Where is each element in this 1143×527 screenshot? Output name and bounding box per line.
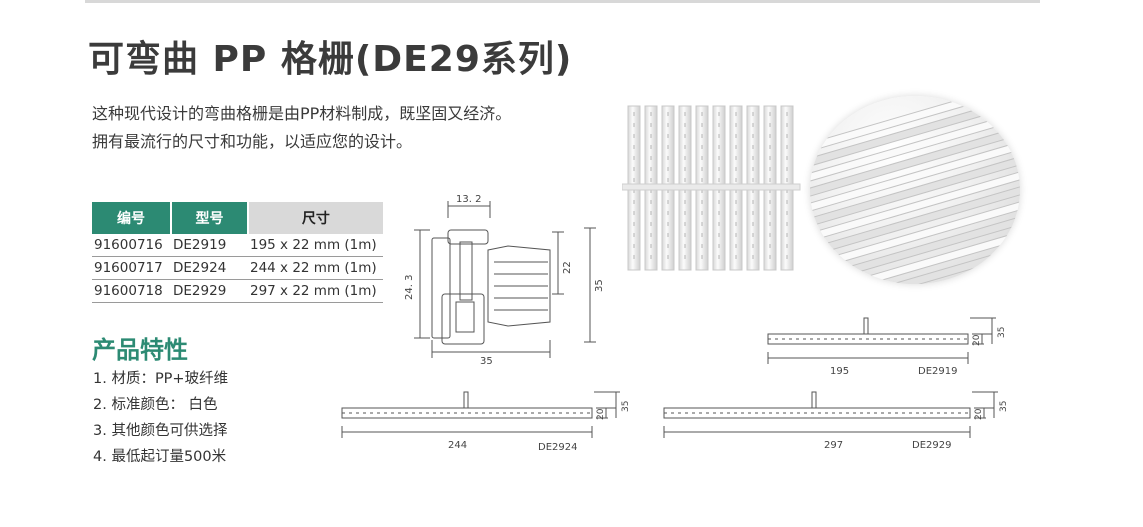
dim-right: 35	[594, 279, 605, 292]
table-row: 91600718 DE2929 297 x 22 mm (1m)	[92, 279, 383, 303]
header-size: 尺寸	[248, 202, 383, 234]
width-label: 297	[824, 440, 843, 451]
grating-closeup-image	[810, 96, 1020, 284]
cell-size: 244 x 22 mm (1m)	[248, 256, 383, 280]
height-label-1: 20	[596, 408, 606, 420]
height-label-1: 20	[972, 334, 982, 346]
table-row: 91600717 DE2924 244 x 22 mm (1m)	[92, 256, 383, 280]
model-label: DE2919	[918, 366, 957, 377]
model-label: DE2929	[912, 440, 951, 451]
height-label-1: 20	[974, 408, 984, 420]
model-label: DE2924	[538, 442, 577, 453]
spec-table-header: 编号 型号 尺寸	[92, 202, 383, 234]
closeup-slat	[839, 231, 1020, 284]
cell-code: 91600718	[92, 279, 171, 303]
width-label: 244	[448, 440, 467, 451]
cell-size: 195 x 22 mm (1m)	[248, 234, 383, 257]
list-item: 2. 标准颜色： 白色	[93, 397, 218, 413]
product-description: 这种现代设计的弯曲格栅是由PP材料制成，既坚固又经济。 拥有最流行的尺寸和功能，…	[92, 100, 511, 156]
top-divider	[85, 0, 1040, 3]
side-view-drawing-de2924: 244 DE2924 20 35	[341, 391, 631, 453]
width-label: 195	[830, 366, 849, 377]
description-line-2: 拥有最流行的尺寸和功能，以适应您的设计。	[92, 132, 413, 151]
cell-size: 297 x 22 mm (1m)	[248, 279, 383, 303]
height-label-2: 35	[621, 401, 631, 412]
closeup-slat	[810, 156, 1020, 227]
grating-bars-image	[622, 105, 801, 271]
spec-table: 编号 型号 尺寸 91600716 DE2919 195 x 22 mm (1m…	[92, 202, 383, 303]
table-row: 91600716 DE2919 195 x 22 mm (1m)	[92, 234, 383, 257]
cell-model: DE2919	[171, 234, 248, 257]
features-list: 1. 材质：PP+玻纤维 2. 标准颜色： 白色 3. 其他颜色可供选择 4. …	[93, 367, 228, 471]
dim-inner: 22	[562, 261, 573, 274]
profile-cross-section-drawing: 13. 2 24. 3 22 35 35	[404, 194, 605, 365]
dim-top: 13. 2	[456, 194, 481, 205]
cell-code: 91600716	[92, 234, 171, 257]
closeup-slat	[890, 246, 1020, 284]
closeup-slat	[810, 126, 1020, 197]
closeup-slat	[810, 141, 1020, 212]
closeup-slat	[810, 186, 1020, 257]
list-item: 1. 材质：PP+玻纤维	[93, 371, 229, 387]
page-title: 可弯曲 PP 格栅(DE29系列)	[88, 39, 573, 80]
dim-bottom: 35	[480, 356, 493, 365]
closeup-slat	[810, 171, 1020, 242]
header-code: 编号	[92, 202, 172, 234]
cell-code: 91600717	[92, 256, 171, 280]
list-item: 4. 最低起订量500米	[93, 449, 227, 465]
description-line-1: 这种现代设计的弯曲格栅是由PP材料制成，既坚固又经济。	[92, 104, 512, 123]
closeup-slat	[810, 201, 1020, 272]
dim-left: 24. 3	[404, 275, 415, 300]
closeup-slat	[810, 96, 1020, 167]
closeup-slat	[810, 111, 1020, 182]
closeup-slat	[810, 216, 1020, 284]
side-view-drawing-de2919: 195 DE2919 20 35	[767, 317, 1007, 377]
height-label-2: 35	[999, 401, 1009, 412]
header-model: 型号	[171, 202, 249, 234]
cell-model: DE2929	[171, 279, 248, 303]
height-label-2: 35	[997, 327, 1007, 338]
side-view-drawing-de2929: 297 DE2929 20 35	[663, 391, 1009, 451]
cell-model: DE2924	[171, 256, 248, 280]
list-item: 3. 其他颜色可供选择	[93, 423, 228, 439]
features-title: 产品特性	[92, 336, 188, 364]
